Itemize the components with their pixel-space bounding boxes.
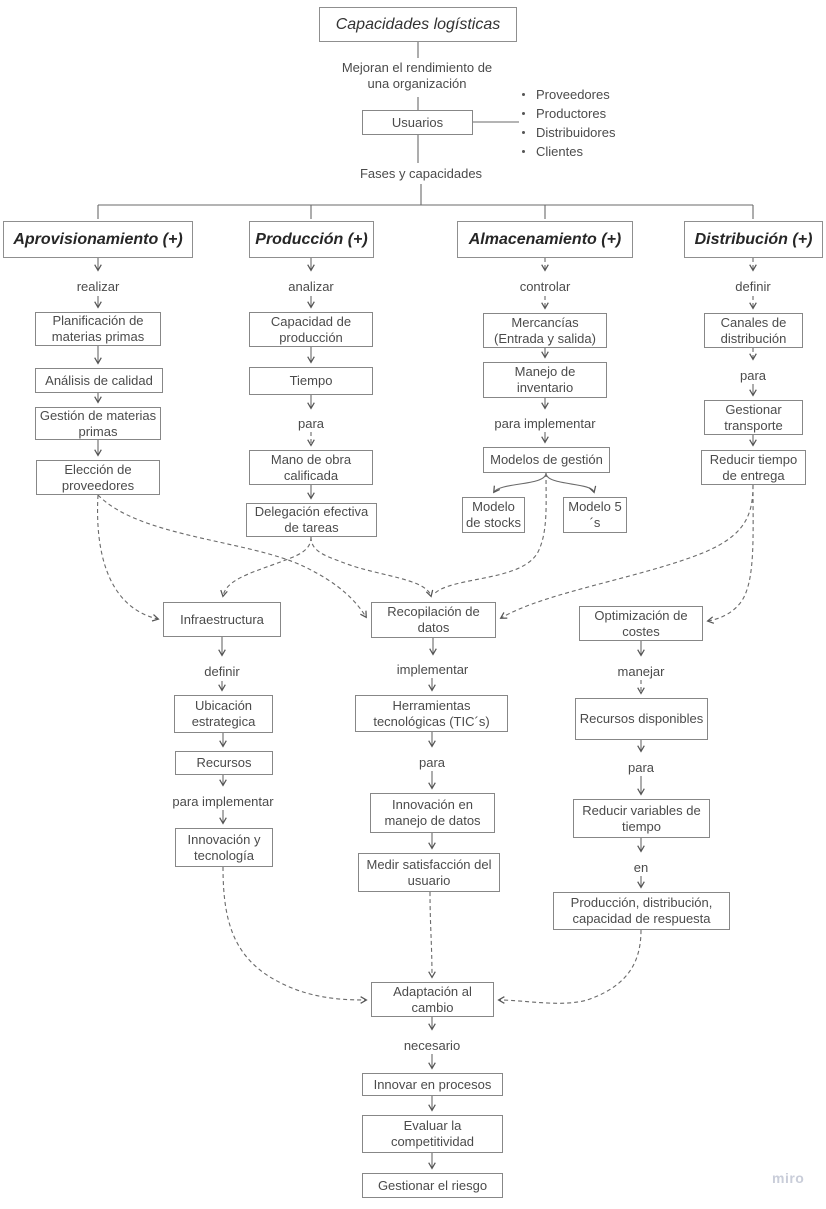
node-mercancias[interactable]: Mercancías (Entrada y salida) <box>483 313 607 348</box>
node-optimizacion-costes[interactable]: Optimización de costes <box>579 606 703 641</box>
label-para-recopilacion: para <box>418 755 446 770</box>
bullet-label: Distribuidores <box>536 125 616 140</box>
node-gestionar-transporte[interactable]: Gestionar transporte <box>704 400 803 435</box>
node-planificacion-materias-primas[interactable]: Planificación de materias primas <box>35 312 161 346</box>
node-reducir-variables-tiempo[interactable]: Reducir variables de tiempo <box>573 799 710 838</box>
label-analizar: analizar <box>288 279 334 294</box>
node-produccion-distribucion-respuesta[interactable]: Producción, distribución, capacidad de r… <box>553 892 730 930</box>
node-modelo-5s[interactable]: Modelo 5´s <box>563 497 627 533</box>
node-modelos-gestion[interactable]: Modelos de gestión <box>483 447 610 473</box>
node-canales-distribucion[interactable]: Canales de distribución <box>704 313 803 348</box>
node-analisis-calidad[interactable]: Análisis de calidad <box>35 368 163 393</box>
bullet-dot-icon <box>522 93 525 96</box>
bullet-label: Clientes <box>536 144 583 159</box>
label-para-produccion: para <box>297 416 325 431</box>
label-controlar: controlar <box>519 279 571 294</box>
node-usuarios[interactable]: Usuarios <box>362 110 473 135</box>
node-innovacion-tecnologia[interactable]: Innovación y tecnología <box>175 828 273 867</box>
node-innovacion-manejo-datos[interactable]: Innovación en manejo de datos <box>370 793 495 833</box>
node-manejo-inventario[interactable]: Manejo de inventario <box>483 362 607 398</box>
label-fases-capacidades: Fases y capacidades <box>359 166 483 181</box>
dashed-curves <box>97 472 754 1004</box>
node-reducir-tiempo-entrega[interactable]: Reducir tiempo de entrega <box>701 450 806 485</box>
node-herramientas-tecnologicas[interactable]: Herramientas tecnológicas (TIC´s) <box>355 695 508 732</box>
miro-watermark: miro <box>772 1170 805 1186</box>
bullet-dot-icon <box>522 112 525 115</box>
label-para-distribucion: para <box>739 368 767 383</box>
bullet-dot-icon <box>522 150 525 153</box>
node-eleccion-proveedores[interactable]: Elección de proveedores <box>36 460 160 495</box>
header-produccion[interactable]: Producción (+) <box>249 221 374 258</box>
node-mano-obra-calificada[interactable]: Mano de obra calificada <box>249 450 373 485</box>
bullet-label: Proveedores <box>536 87 610 102</box>
label-en: en <box>633 860 649 875</box>
bullet-item: Proveedores <box>522 85 652 104</box>
node-evaluar-competitividad[interactable]: Evaluar la competitividad <box>362 1115 503 1153</box>
label-mejoran-rendimiento: Mejoran el rendimiento de una organizaci… <box>341 60 493 92</box>
node-recursos[interactable]: Recursos <box>175 751 273 775</box>
node-gestionar-riesgo[interactable]: Gestionar el riesgo <box>362 1173 503 1198</box>
plain-lines <box>97 42 754 219</box>
label-para-optimizacion: para <box>627 760 655 775</box>
label-manejar: manejar <box>617 664 665 679</box>
label-realizar: realizar <box>76 279 120 294</box>
header-aprovisionamiento[interactable]: Aprovisionamiento (+) <box>3 221 193 258</box>
label-necesario: necesario <box>403 1038 461 1053</box>
node-tiempo[interactable]: Tiempo <box>249 367 373 395</box>
node-delegacion-efectiva[interactable]: Delegación efectiva de tareas <box>246 503 377 537</box>
bullet-item: Clientes <box>522 142 652 161</box>
node-infraestructura[interactable]: Infraestructura <box>163 602 281 637</box>
label-implementar: implementar <box>396 662 469 677</box>
usuarios-bullet-list: Proveedores Productores Distribuidores C… <box>522 85 652 161</box>
solid-arrows <box>94 258 757 1170</box>
node-adaptacion-cambio[interactable]: Adaptación al cambio <box>371 982 494 1017</box>
node-capacidades-logisticas[interactable]: Capacidades logísticas <box>319 7 517 42</box>
header-distribucion[interactable]: Distribución (+) <box>684 221 823 258</box>
label-para-implementar-infraestructura: para implementar <box>172 794 274 809</box>
dashed-arrows <box>307 258 757 695</box>
label-para-implementar-almacenamiento: para implementar <box>494 416 596 431</box>
node-recopilacion-datos[interactable]: Recopilación de datos <box>371 602 496 638</box>
label-definir-distribucion: definir <box>735 279 771 294</box>
node-modelo-stocks[interactable]: Modelo de stocks <box>462 497 525 533</box>
bullet-dot-icon <box>522 131 525 134</box>
node-gestion-materias-primas[interactable]: Gestión de materias primas <box>35 407 161 440</box>
node-innovar-procesos[interactable]: Innovar en procesos <box>362 1073 503 1096</box>
node-recursos-disponibles[interactable]: Recursos disponibles <box>575 698 708 740</box>
node-medir-satisfaccion[interactable]: Medir satisfacción del usuario <box>358 853 500 892</box>
bullet-label: Productores <box>536 106 607 121</box>
node-ubicacion-estrategica[interactable]: Ubicación estrategica <box>174 695 273 733</box>
bullet-item: Productores <box>522 104 652 123</box>
node-capacidad-produccion[interactable]: Capacidad de producción <box>249 312 373 347</box>
header-almacenamiento[interactable]: Almacenamiento (+) <box>457 221 633 258</box>
label-definir-infraestructura: definir <box>204 664 240 679</box>
bullet-item: Distribuidores <box>522 123 652 142</box>
